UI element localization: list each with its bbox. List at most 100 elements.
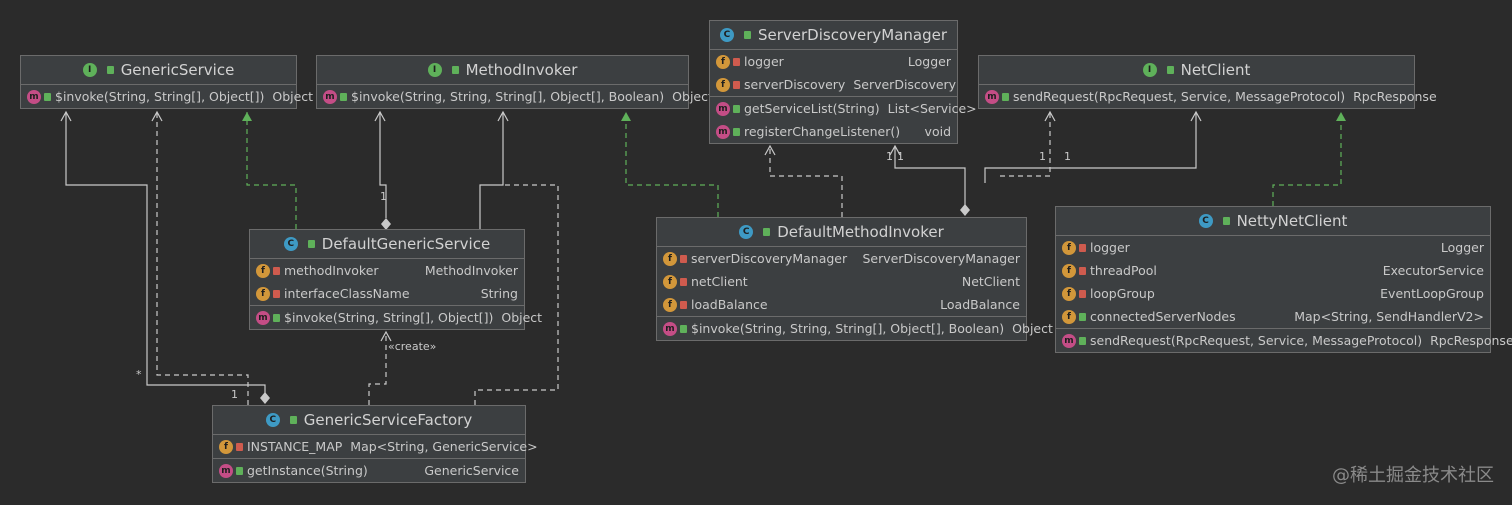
private-visibility-icon: [1079, 289, 1086, 298]
field-type: ServerDiscovery: [853, 77, 957, 92]
return-type: Object: [501, 310, 543, 325]
method-name: $invoke(String, String[], Object[]): [55, 89, 265, 104]
class-box-genericservicefactory[interactable]: C GenericServiceFactory f INSTANCE_MAP M…: [212, 405, 538, 483]
return-type: Object: [672, 89, 713, 104]
public-visibility-icon: [1002, 92, 1009, 101]
interface-icon: I: [1142, 63, 1157, 77]
private-visibility-icon: [273, 289, 280, 298]
class-icon: C: [283, 237, 298, 251]
method-icon: m: [27, 89, 41, 104]
method-row: m sendRequest(RpcRequest, Service, Messa…: [1056, 329, 1512, 352]
method-icon: m: [663, 321, 677, 336]
composition-defaultmethodinvoker-serverdiscoverymanager: [894, 146, 966, 206]
field-type: Map<String, GenericService>: [350, 439, 538, 454]
field-name: loadBalance: [691, 297, 768, 312]
field-row: f serverDiscoveryManager ServerDiscovery…: [657, 247, 1026, 270]
multiplicity-label: 1: [231, 388, 238, 401]
methods-section: m getInstance(String) GenericService: [213, 459, 525, 482]
public-visibility-icon: [763, 228, 771, 236]
return-type: GenericService: [424, 463, 519, 478]
public-visibility-icon: [743, 31, 751, 39]
methods-section: m $invoke(String, String, String[], Obje…: [317, 85, 713, 108]
return-type: Object: [1012, 321, 1053, 336]
dependency-factory-methodinvoker: [474, 184, 559, 405]
composition-factory-genericservice: [65, 112, 266, 396]
field-row: f interfaceClassName String: [250, 282, 524, 305]
class-header: C GenericServiceFactory: [213, 406, 525, 435]
methods-section: m $invoke(String, String[], Object[]) Ob…: [21, 85, 313, 108]
class-header: C DefaultMethodInvoker: [657, 218, 1026, 247]
field-type: ServerDiscoveryManager: [862, 251, 1020, 266]
public-visibility-icon: [289, 416, 297, 424]
class-box-serverdiscoverymanager[interactable]: C ServerDiscoveryManager f logger Logger…: [709, 20, 977, 144]
public-visibility-icon: [1079, 312, 1086, 321]
class-box-defaultmethodinvoker[interactable]: C DefaultMethodInvoker f serverDiscovery…: [656, 217, 1053, 341]
realization-defaultgenericservice-genericservice: [246, 112, 297, 229]
methods-section: m sendRequest(RpcRequest, Service, Messa…: [979, 85, 1437, 108]
field-icon: f: [663, 297, 677, 312]
method-row: m $invoke(String, String, String[], Obje…: [657, 317, 1053, 340]
method-row: m $invoke(String, String[], Object[]) Ob…: [250, 306, 542, 329]
field-name: serverDiscoveryManager: [691, 251, 848, 266]
class-box-nettynetclient[interactable]: C NettyNetClient f logger Logger f threa…: [1055, 206, 1512, 353]
class-box-netclient[interactable]: I NetClient m sendRequest(RpcRequest, Se…: [978, 55, 1437, 109]
public-visibility-icon: [733, 127, 740, 136]
realization-defaultmethodinvoker-methodinvoker: [625, 112, 719, 217]
field-icon: f: [256, 263, 270, 278]
public-visibility-icon: [1222, 217, 1230, 225]
field-name: threadPool: [1090, 263, 1157, 278]
create-factory-defaultgenericservice: [368, 332, 387, 405]
interface-icon: I: [427, 63, 442, 77]
public-visibility-icon: [680, 324, 687, 333]
method-icon: m: [716, 124, 730, 139]
public-visibility-icon: [1166, 66, 1174, 74]
field-icon: f: [716, 54, 730, 69]
field-row: f serverDiscovery ServerDiscovery: [710, 73, 957, 96]
field-type: Logger: [1440, 240, 1484, 255]
field-name: logger: [744, 54, 784, 69]
field-icon: f: [219, 439, 233, 454]
method-icon: m: [323, 89, 337, 104]
private-visibility-icon: [1079, 243, 1086, 252]
return-type: void: [924, 124, 951, 139]
private-visibility-icon: [680, 254, 687, 263]
methods-section: m sendRequest(RpcRequest, Service, Messa…: [1056, 329, 1512, 352]
field-row: f INSTANCE_MAP Map<String, GenericServic…: [213, 435, 538, 458]
field-icon: f: [1062, 240, 1076, 255]
dependency-defaultmethodinvoker-netclient: [1000, 112, 1051, 177]
field-icon: f: [663, 251, 677, 266]
field-name: serverDiscovery: [744, 77, 846, 92]
public-visibility-icon: [236, 466, 243, 475]
class-box-genericservice[interactable]: I GenericService m $invoke(String, Strin…: [20, 55, 313, 109]
dependency-defaultgenericservice-methodinvoker: [479, 112, 504, 229]
public-visibility-icon: [44, 92, 51, 101]
class-box-methodinvoker[interactable]: I MethodInvoker m $invoke(String, String…: [316, 55, 713, 109]
fields-section: f logger Logger f threadPool ExecutorSer…: [1056, 236, 1490, 329]
field-row: f netClient NetClient: [657, 270, 1026, 293]
return-type: RpcResponse: [1430, 333, 1512, 348]
multiplicity-label: 1: [1064, 150, 1071, 163]
field-row: f loopGroup EventLoopGroup: [1056, 282, 1490, 305]
multiplicity-label: *: [136, 368, 142, 381]
methods-section: m $invoke(String, String[], Object[]) Ob…: [250, 306, 542, 329]
field-name: INSTANCE_MAP: [247, 439, 343, 454]
fields-section: f INSTANCE_MAP Map<String, GenericServic…: [213, 435, 538, 459]
method-name: $invoke(String, String, String[], Object…: [351, 89, 665, 104]
field-icon: f: [1062, 263, 1076, 278]
public-visibility-icon: [106, 66, 114, 74]
private-visibility-icon: [733, 80, 740, 89]
public-visibility-icon: [340, 92, 347, 101]
field-row: f threadPool ExecutorService: [1056, 259, 1490, 282]
class-header: C DefaultGenericService: [250, 230, 524, 259]
return-type: RpcResponse: [1353, 89, 1437, 104]
method-name: getServiceList(String): [744, 101, 880, 116]
class-box-defaultgenericservice[interactable]: C DefaultGenericService f methodInvoker …: [249, 229, 542, 330]
field-type: String: [480, 286, 518, 301]
public-visibility-icon: [451, 66, 459, 74]
field-icon: f: [663, 274, 677, 289]
field-row: f logger Logger: [1056, 236, 1490, 259]
field-name: loopGroup: [1090, 286, 1155, 301]
multiplicity-label: 1: [897, 150, 904, 163]
